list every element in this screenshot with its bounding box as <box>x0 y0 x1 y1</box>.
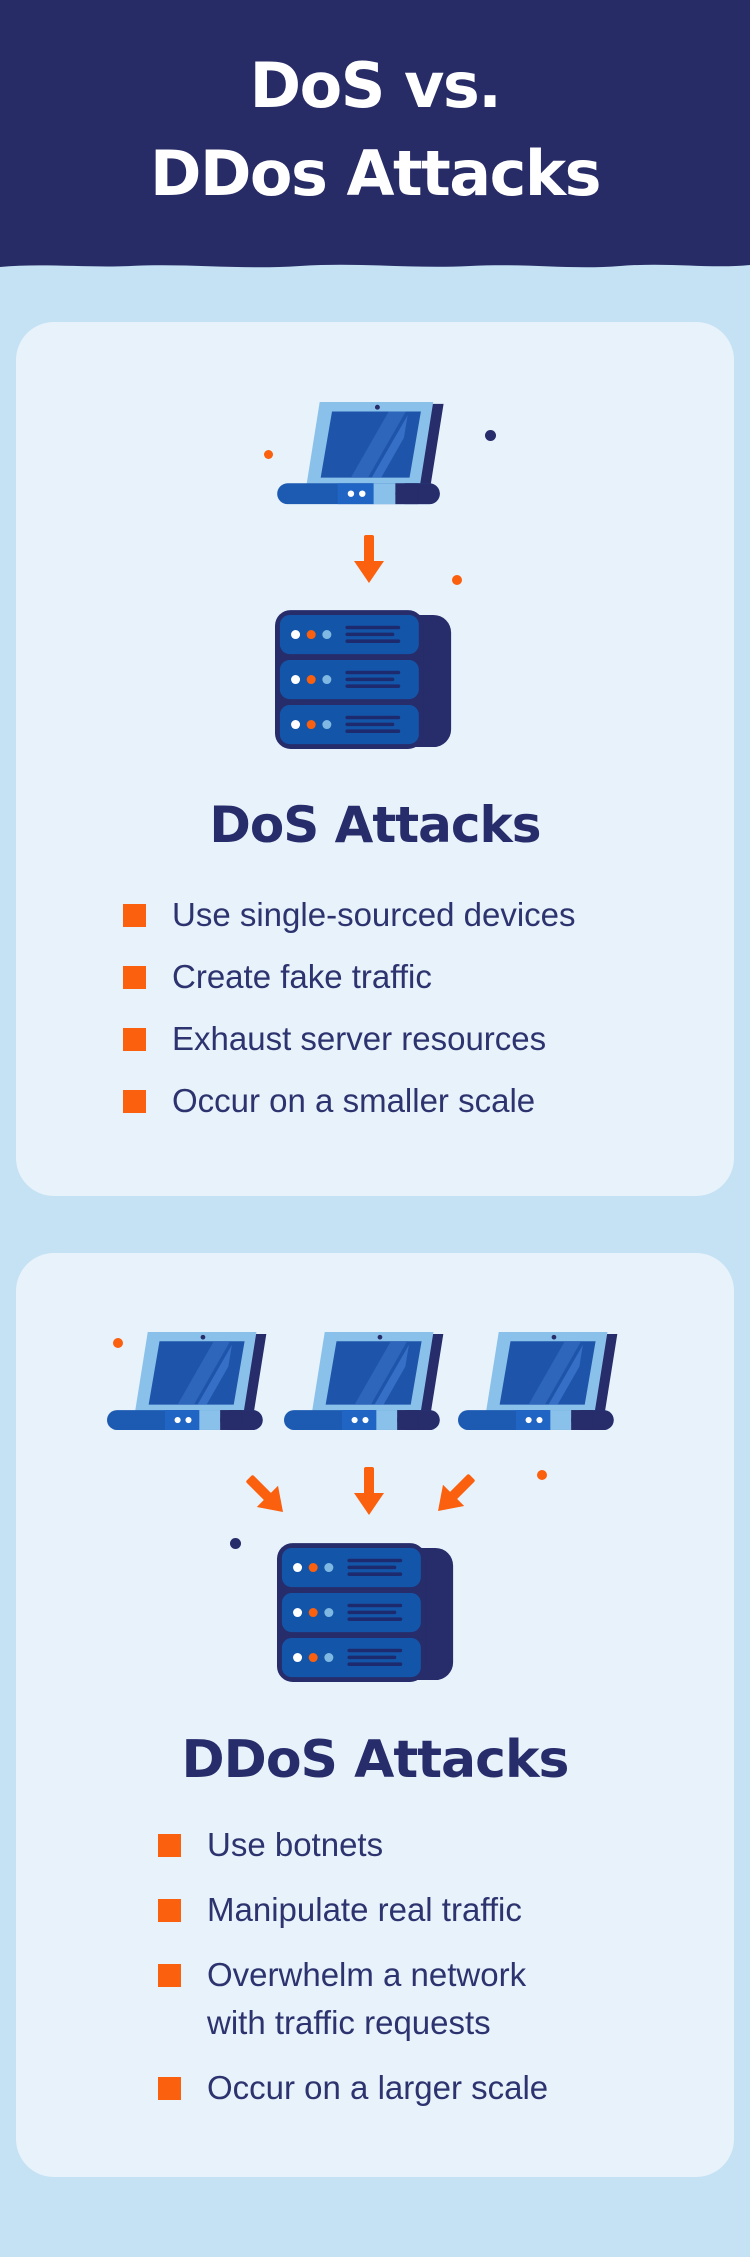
bullet-square-icon <box>158 1834 181 1857</box>
bullet-text: Occur on a larger scale <box>207 2069 549 2106</box>
bullet-text: Use single-sourced devices <box>172 896 576 933</box>
bullet-text: Create fake traffic <box>172 958 432 995</box>
laptop-icon <box>284 1332 456 1432</box>
laptop-icon <box>107 1332 279 1432</box>
list-item: Overwhelm a network with traffic request… <box>158 1951 578 2047</box>
bullet-square-icon <box>123 1028 146 1051</box>
list-item: Occur on a smaller scale <box>123 1077 683 1125</box>
list-item: Exhaust server resources <box>123 1015 683 1063</box>
server-stack-icon <box>275 610 452 749</box>
bullet-square-icon <box>158 1964 181 1987</box>
ddos-card-heading: DDoS Attacks <box>181 1730 569 1790</box>
list-item: Use single-sourced devices <box>123 891 683 939</box>
navy-dot-decoration <box>230 1538 241 1549</box>
server-stack-icon <box>277 1543 454 1682</box>
orange-dot-decoration <box>113 1338 123 1348</box>
orange-dot-decoration <box>537 1470 547 1480</box>
title-line-2: DDos Attacks <box>150 137 602 210</box>
orange-dot-decoration <box>264 450 273 459</box>
dos-card-heading: DoS Attacks <box>209 796 541 854</box>
title-line-1: DoS vs. <box>249 49 502 122</box>
bullet-text: Exhaust server resources <box>172 1020 547 1057</box>
laptop-icon <box>277 402 457 506</box>
page-title: DoS vs. DDos Attacks <box>0 42 750 218</box>
bullet-square-icon <box>158 1899 181 1922</box>
arrow-down-left-icon <box>427 1466 483 1522</box>
dos-attacks-card: DoS Attacks Use single-sourced devices C… <box>16 322 734 1196</box>
list-item: Use botnets <box>158 1821 578 1869</box>
bullet-square-icon <box>158 2077 181 2100</box>
arrow-down-right-icon <box>238 1467 294 1523</box>
navy-dot-decoration <box>485 430 496 441</box>
list-item: Create fake traffic <box>123 953 683 1001</box>
header: DoS vs. DDos Attacks <box>0 0 750 261</box>
arrow-down-icon <box>354 535 384 583</box>
list-item: Occur on a larger scale <box>158 2064 578 2112</box>
bullet-text: Overwhelm a network with traffic request… <box>207 1956 527 2041</box>
orange-dot-decoration <box>452 575 462 585</box>
bullet-square-icon <box>123 1090 146 1113</box>
ddos-bullet-list: Use botnets Manipulate real traffic Over… <box>158 1821 578 2129</box>
bullet-square-icon <box>123 966 146 989</box>
bullet-text: Manipulate real traffic <box>207 1891 522 1928</box>
bullet-text: Occur on a smaller scale <box>172 1082 536 1119</box>
list-item: Manipulate real traffic <box>158 1886 578 1934</box>
torn-edge-decoration <box>0 259 750 268</box>
laptop-icon <box>458 1332 630 1432</box>
arrow-down-icon <box>354 1467 384 1515</box>
ddos-attacks-card: DDoS Attacks Use botnets Manipulate real… <box>16 1253 734 2177</box>
bullet-square-icon <box>123 904 146 927</box>
bullet-text: Use botnets <box>207 1826 384 1863</box>
dos-bullet-list: Use single-sourced devices Create fake t… <box>123 891 683 1139</box>
